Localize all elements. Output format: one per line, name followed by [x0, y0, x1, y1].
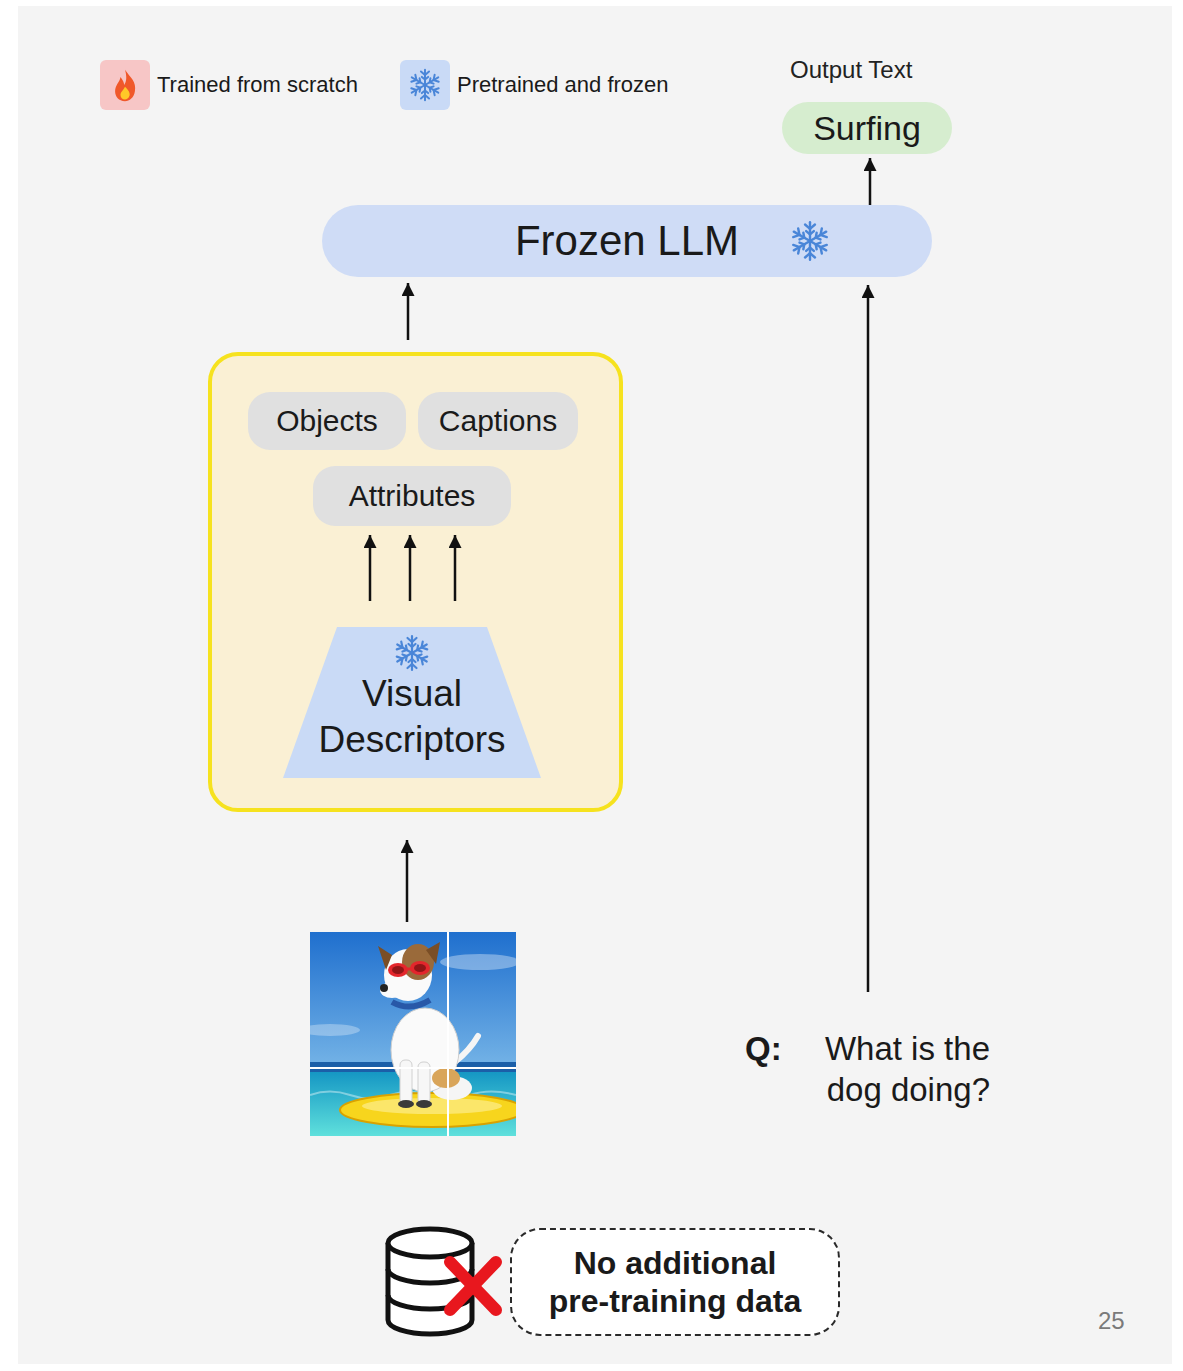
legend-icon — [410, 70, 441, 101]
node-text: Visual Descriptors — [302, 671, 522, 764]
dog-photo — [440, 954, 516, 970]
dog-photo — [416, 1100, 432, 1108]
database-icon — [388, 1229, 472, 1257]
cross-mark — [450, 1262, 496, 1310]
llm-box: Frozen LLM — [322, 205, 932, 277]
cross-mark — [450, 1262, 496, 1310]
snowflake-icon — [392, 633, 432, 673]
dog-photo — [432, 1068, 460, 1088]
dog-photo — [398, 1100, 414, 1108]
page-card — [18, 6, 1172, 1364]
node-text: No additional pre-training data — [544, 1244, 806, 1321]
output-type-pill: Captions — [418, 392, 578, 450]
dog-photo — [388, 963, 408, 977]
legend-swatch — [400, 60, 450, 110]
dog-photo — [392, 966, 404, 974]
question-arrow — [867, 285, 870, 992]
image-arrow — [406, 840, 409, 922]
trapezoid-shape — [283, 627, 541, 778]
flow-arrow — [409, 535, 412, 601]
flow-arrow — [869, 158, 872, 205]
legend-text: Trained from scratch — [157, 72, 358, 98]
note-box: No additional pre-training data — [510, 1228, 840, 1336]
dog-photo — [400, 1060, 412, 1104]
node-text: Surfing — [813, 108, 921, 149]
node-text: Objects — [276, 403, 378, 439]
node-text: Frozen LLM — [515, 216, 739, 266]
dog-photo — [410, 961, 430, 975]
node-text: Attributes — [349, 478, 476, 514]
snowflake-icon — [791, 222, 828, 259]
snowflake-icon — [788, 219, 832, 263]
legend-icon — [107, 67, 143, 103]
dog-photo — [380, 984, 388, 992]
output-type-pill: Attributes — [313, 466, 511, 526]
dog-photo — [407, 968, 411, 971]
legend-swatch — [100, 60, 150, 110]
dog-photo — [447, 932, 449, 1136]
legend-icon — [407, 67, 443, 103]
encoder-trapezoid: Visual Descriptors — [283, 627, 541, 778]
dog-photo — [392, 1000, 430, 1007]
dog-photo — [380, 982, 404, 998]
database-icon — [388, 1229, 472, 1334]
flow-arrow — [369, 535, 372, 601]
node-text: Captions — [439, 403, 557, 439]
vision-group: Objects CaptionsAttributesVisual Descript… — [208, 352, 623, 812]
dog-photo — [414, 964, 426, 972]
output-heading: Output Text — [790, 56, 912, 85]
dog-photo — [426, 942, 440, 964]
legend-entry: Trained from scratch — [100, 60, 358, 110]
legend-entry: Pretrained and frozen — [400, 60, 669, 110]
cross-mark — [450, 1262, 496, 1310]
output-type-pill: Objects — [248, 392, 406, 450]
dog-photo — [310, 1067, 516, 1069]
dog-photo — [310, 1024, 360, 1036]
legend-text: Pretrained and frozen — [457, 72, 669, 98]
snowflake-icon — [395, 636, 429, 670]
question-text: What is the dog doing? — [790, 1028, 990, 1111]
legend-icon — [115, 70, 135, 102]
dog-photo — [362, 1098, 502, 1114]
group-fill — [210, 354, 621, 810]
dog-photo — [310, 932, 516, 1136]
question-marker: Q: — [745, 1028, 782, 1069]
flow-arrow — [407, 283, 410, 340]
output-pill: Output TextSurfing — [782, 102, 952, 154]
flow-arrow — [454, 535, 457, 601]
page-number: 25 — [1098, 1306, 1125, 1336]
